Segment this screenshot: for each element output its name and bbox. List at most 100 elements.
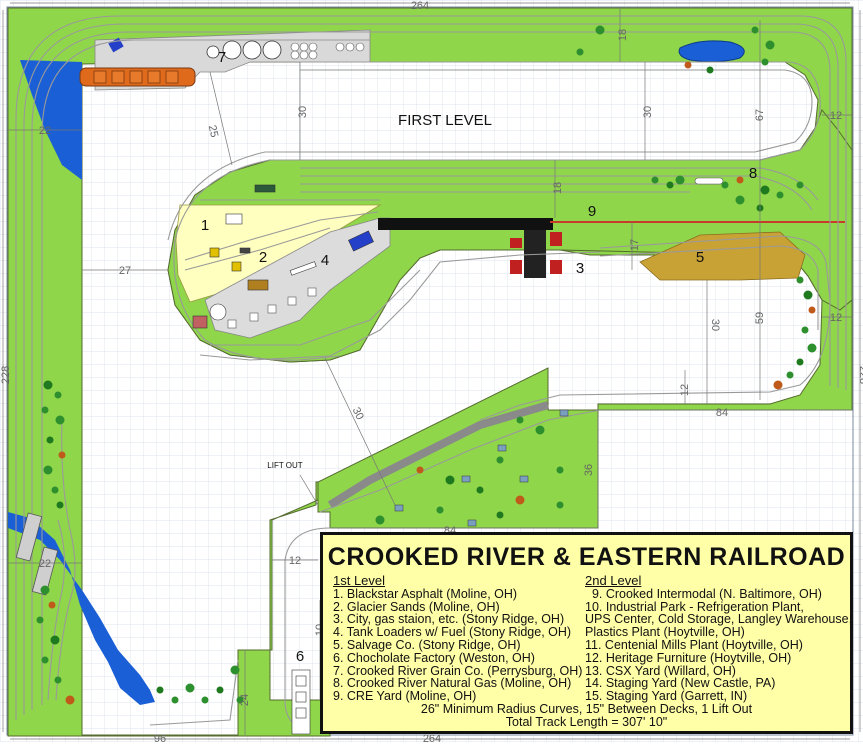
- level2-item: 14. Staging Yard (New Castle, PA): [585, 676, 776, 691]
- marker-8: 8: [749, 165, 757, 182]
- level1-item: 9. CRE Yard (Moline, OH): [333, 689, 477, 704]
- level1-item: 5. Salvage Co. (Stony Ridge, OH): [333, 637, 521, 652]
- yard-ladder-strip: [378, 218, 553, 230]
- tree: [416, 466, 424, 474]
- tree: [808, 306, 816, 314]
- tree: [556, 501, 564, 509]
- tree: [375, 515, 385, 525]
- town-blocks: [510, 232, 562, 274]
- salvage-yard-area: [639, 231, 806, 281]
- tree: [58, 451, 66, 459]
- dim-84-a: 84: [716, 407, 728, 419]
- tree: [706, 66, 714, 74]
- bridges: [15, 512, 59, 596]
- level1-item: 1. Blackstar Asphalt (Moline, OH): [333, 586, 518, 601]
- legend-level1: 1st Level 1. Blackstar Asphalt (Moline, …: [333, 574, 583, 704]
- tree: [666, 181, 674, 189]
- tree: [807, 343, 817, 353]
- tree: [761, 58, 769, 66]
- dim-22-left: 22: [39, 125, 51, 137]
- tree: [55, 415, 65, 425]
- tree: [43, 465, 53, 475]
- tree: [48, 601, 56, 609]
- footer-line-2: Total Track Length = 307' 10": [505, 715, 668, 729]
- tree: [556, 466, 564, 474]
- river-top-left: [20, 60, 82, 180]
- tree: [515, 495, 525, 505]
- lift-out-label: LIFT OUT: [267, 461, 303, 470]
- marker-6: 6: [296, 648, 304, 665]
- tree: [516, 416, 524, 424]
- tree: [436, 506, 444, 514]
- river-lower-left: [8, 512, 155, 705]
- blue-shed: [108, 37, 124, 53]
- level2-item: 11. Centenial Mills Plant (Hoytville, OH…: [585, 637, 803, 652]
- barge-hatches: [93, 70, 179, 84]
- dim-30-diag: 30: [350, 406, 366, 422]
- dim-12-r1: 12: [830, 110, 842, 122]
- tree: [801, 326, 809, 334]
- tree: [171, 696, 179, 704]
- tree: [796, 358, 804, 366]
- dim-22-bottom: 22: [39, 558, 51, 570]
- tree: [43, 380, 53, 390]
- tree: [535, 425, 545, 435]
- dim-top: 264: [411, 0, 429, 12]
- dim-36: 36: [583, 464, 595, 476]
- tree: [65, 695, 75, 705]
- marker-2: 2: [259, 249, 267, 266]
- gas-facility: [694, 177, 724, 185]
- dim-18-mid: 18: [552, 182, 564, 194]
- dim-12-r2: 12: [830, 312, 842, 324]
- tree: [735, 195, 745, 205]
- first-level-label: FIRST LEVEL: [398, 112, 492, 129]
- tree-clusters: [36, 25, 817, 705]
- dim-30-b: 30: [642, 106, 654, 118]
- level1-item: 8. Crooked River Natural Gas (Moline, OH…: [333, 676, 572, 691]
- tree: [51, 486, 59, 494]
- tree: [156, 686, 164, 694]
- tree: [721, 181, 729, 189]
- tree: [216, 686, 224, 694]
- dim-67: 67: [754, 109, 766, 121]
- dim-right: 228: [857, 366, 863, 384]
- tree: [776, 191, 784, 199]
- tree: [684, 61, 692, 69]
- dim-25: 25: [206, 124, 220, 139]
- level1-item: 3. City, gas staion, etc. (Stony Ridge, …: [333, 612, 565, 627]
- legend-level2: 2nd Level 9. Crooked Intermodal (N. Balt…: [585, 574, 853, 704]
- dim-bottom-left: 96: [154, 733, 166, 742]
- tree: [803, 290, 813, 300]
- tree: [54, 676, 62, 684]
- tree: [36, 616, 44, 624]
- tree: [236, 696, 244, 704]
- tree: [201, 696, 209, 704]
- dim-bottom-right: 264: [423, 733, 441, 742]
- industry-area-gray: [204, 217, 391, 339]
- tree: [476, 486, 484, 494]
- level2-item: Plastics Plant (Hoytville, OH): [585, 625, 745, 640]
- level1-item: 2. Glacier Sands (Moline, OH): [333, 599, 500, 614]
- level2-item: 9. Crooked Intermodal (N. Baltimore, OH): [585, 586, 822, 601]
- highway-road: [327, 401, 550, 509]
- dim-17: 17: [629, 239, 641, 251]
- tank-loader-row: [227, 287, 317, 329]
- level2-item: 10. Industrial Park - Refrigeration Plan…: [585, 599, 804, 614]
- level2-item: UPS Center, Cold Storage, Langley Wareho…: [585, 612, 853, 627]
- tree: [751, 26, 759, 34]
- level2-item: 15. Staging Yard (Garrett, IN): [585, 689, 748, 704]
- dim-18-top: 18: [617, 29, 629, 41]
- dim-12-low: 12: [289, 555, 301, 567]
- tree: [54, 391, 62, 399]
- tree: [796, 276, 804, 284]
- marker-7: 7: [218, 49, 226, 66]
- tree: [576, 48, 584, 56]
- tank-farm: [290, 42, 365, 60]
- tree: [41, 656, 49, 664]
- dim-30-c: 30: [709, 319, 721, 331]
- tree: [675, 175, 685, 185]
- industry-buildings: [192, 184, 374, 329]
- tree: [796, 181, 804, 189]
